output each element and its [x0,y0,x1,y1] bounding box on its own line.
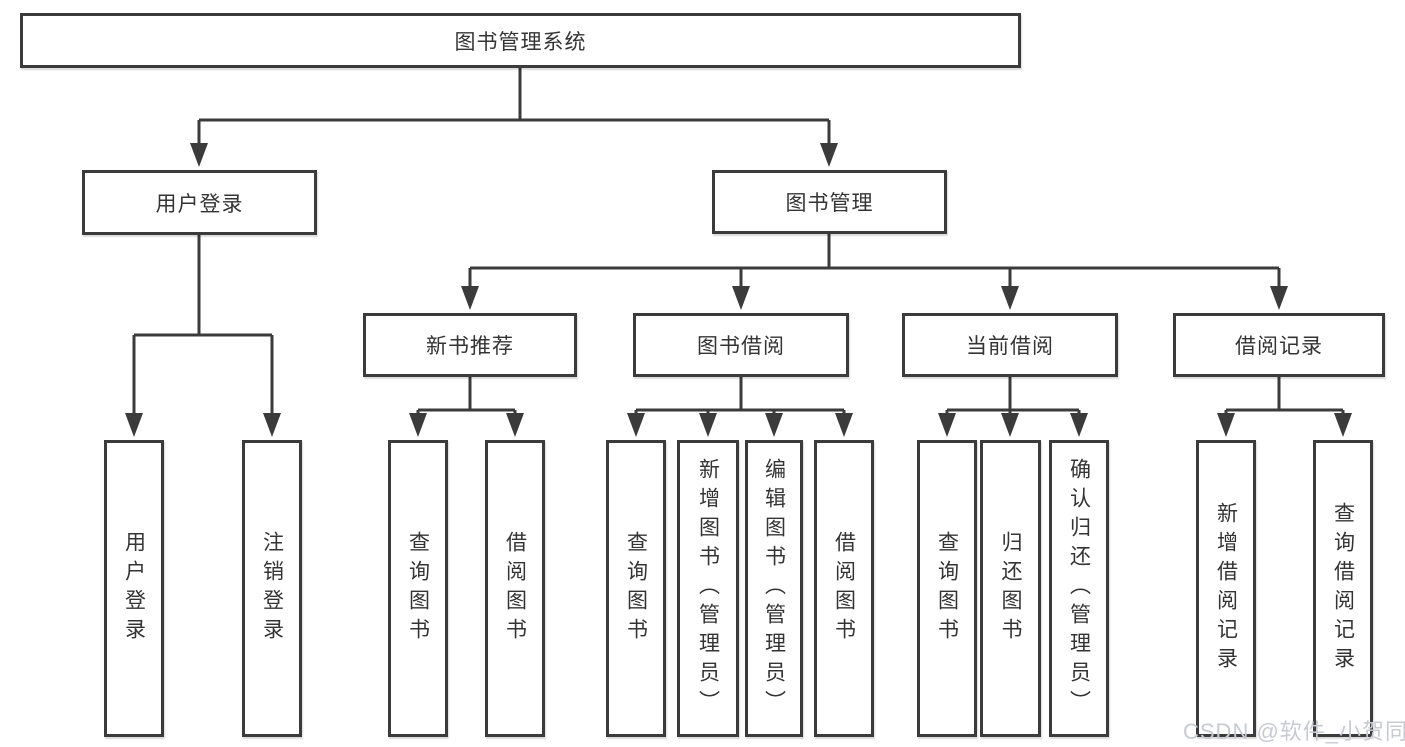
leaf-query-books-recommend-label: 查询图书 [406,530,430,647]
watermark: CSDN @软件_小贺同学 [1183,719,1405,744]
leaf-query-borrow-record: 查询借阅记录 [1313,440,1373,737]
node-user-login-label: 用户登录 [155,192,244,216]
node-borrow-records-label: 借阅记录 [1235,335,1323,358]
node-library-system: 图书管理系统 [20,13,1021,68]
leaf-edit-book-admin: 编辑图书（管理员） [745,440,803,737]
node-new-book-recommend-label: 新书推荐 [426,335,514,358]
node-book-borrow: 图书借阅 [633,313,849,377]
leaf-confirm-return-admin: 确认归还（管理员） [1049,440,1109,737]
node-current-borrow-label: 当前借阅 [966,335,1054,358]
leaf-query-books-borrow-label: 查询图书 [624,530,648,647]
leaf-borrow-books-label: 借阅图书 [832,530,856,647]
leaf-add-book-admin: 新增图书（管理员） [677,440,739,737]
leaf-query-books-borrow: 查询图书 [606,440,666,737]
leaf-borrow-books-recommend-label: 借阅图书 [503,530,527,647]
leaf-logout: 注销登录 [242,440,302,737]
leaf-user-login-label: 用户登录 [122,530,146,647]
leaf-borrow-books: 借阅图书 [814,440,874,737]
leaf-edit-book-admin-label: 编辑图书（管理员） [762,458,786,719]
leaf-borrow-books-recommend: 借阅图书 [485,440,545,737]
leaf-logout-label: 注销登录 [260,530,284,647]
leaf-query-books-recommend: 查询图书 [388,440,448,737]
node-book-management-label: 图书管理 [785,192,874,215]
node-library-system-label: 图书管理系统 [454,30,587,54]
leaf-query-books-current: 查询图书 [917,440,977,737]
leaf-user-login: 用户登录 [104,440,164,737]
leaf-confirm-return-admin-label: 确认归还（管理员） [1067,458,1091,719]
node-current-borrow: 当前借阅 [902,313,1118,377]
leaf-return-book: 归还图书 [980,440,1041,737]
node-borrow-records: 借阅记录 [1173,313,1385,377]
node-new-book-recommend: 新书推荐 [363,313,577,377]
leaf-query-borrow-record-label: 查询借阅记录 [1331,501,1355,676]
leaf-add-borrow-record: 新增借阅记录 [1196,440,1256,737]
node-book-management: 图书管理 [712,170,947,234]
leaf-return-book-label: 归还图书 [999,530,1022,647]
leaf-add-borrow-record-label: 新增借阅记录 [1214,501,1238,676]
node-user-login: 用户登录 [82,170,317,235]
arrowheads [125,143,1352,437]
leaf-query-books-current-label: 查询图书 [935,530,959,647]
node-book-borrow-label: 图书借阅 [697,335,785,358]
leaf-add-book-admin-label: 新增图书（管理员） [696,458,720,719]
